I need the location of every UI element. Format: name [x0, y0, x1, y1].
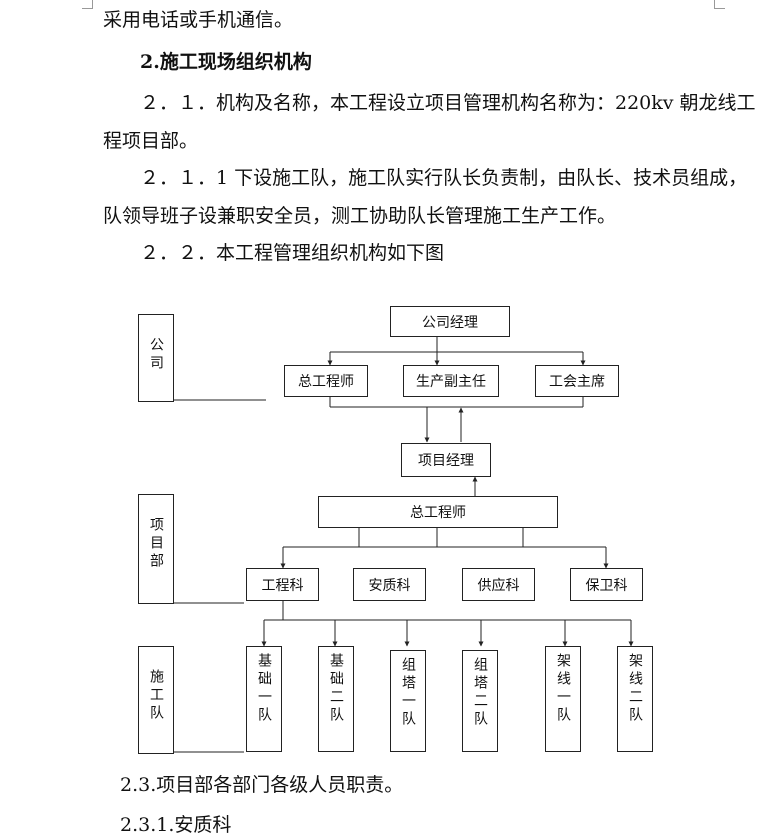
team-foundation-2: 基础二队: [318, 646, 354, 752]
project-chief-engineer-box: 总工程师: [318, 496, 558, 528]
paragraph-org-name-cont: 程项目部。: [103, 130, 199, 152]
paragraph-anzhike-heading: 2.3.1.安质科: [120, 814, 232, 836]
team-foundation-1: 基础一队: [246, 646, 282, 752]
page-corner-mark-right: [714, 0, 725, 9]
deputy-production-box: 生产副主任: [403, 365, 499, 397]
general-manager-box: 公司经理: [390, 306, 510, 337]
department-supply-box: 供应科: [462, 568, 535, 601]
paragraph-team-setup-cont: 队领导班子设兼职安全员，测工协助队长管理施工生产工作。: [103, 205, 617, 227]
page-corner-mark-left: [82, 0, 93, 9]
company-chief-engineer-box: 总工程师: [284, 365, 368, 397]
department-security-box: 保卫科: [570, 568, 643, 601]
team-stringing-2: 架线二队: [617, 646, 653, 752]
paragraph-chart-intro: ２．２．本工程管理组织机构如下图: [140, 242, 445, 264]
team-tower-2: 组塔二队: [462, 650, 498, 752]
department-safety-quality-box: 安质科: [353, 568, 426, 601]
paragraph-duties-heading: 2.3.项目部各部门各级人员职责。: [120, 774, 404, 796]
project-manager-box: 项目经理: [401, 443, 491, 477]
team-stringing-1: 架线一队: [545, 646, 581, 752]
department-engineering-box: 工程科: [246, 568, 319, 601]
level-construction-team: 施工队: [138, 646, 174, 754]
union-chair-box: 工会主席: [535, 365, 619, 397]
paragraph-team-setup: ２．１．1 下设施工队，施工队实行队长负责制，由队长、技术员组成，: [140, 167, 748, 189]
team-tower-1: 组塔一队: [390, 650, 426, 752]
level-project-department: 项目部: [138, 494, 174, 604]
level-company: 公司: [138, 314, 174, 402]
paragraph-org-name: ２．１．机构及名称，本工程设立项目管理机构名称为：220kv 朝龙线工: [140, 92, 756, 114]
section-heading: 2.施工现场组织机构: [140, 51, 312, 73]
paragraph-communication: 采用电话或手机通信。: [103, 9, 294, 31]
